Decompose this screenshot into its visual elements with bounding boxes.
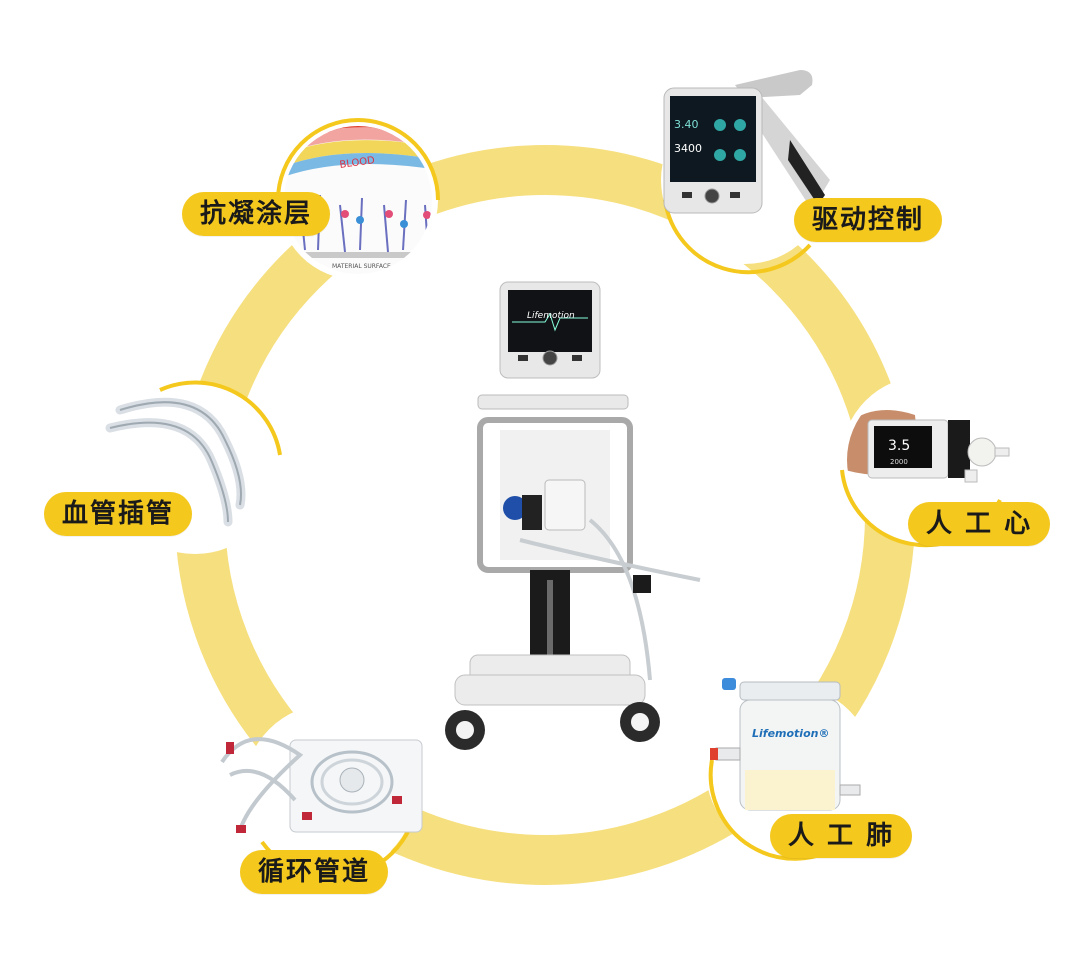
heart-speed-readout: 2000	[890, 458, 908, 466]
coating-surface-text: MATERIAL SURFACE	[332, 263, 391, 270]
label-artificial-lung: 人 工 肺	[770, 814, 913, 858]
oxygenator-brand-text: Lifemotion®	[752, 727, 829, 740]
anticoagulant-coating-image: BLOOD MATERIAL SURFACE	[276, 118, 440, 280]
coating-blood-text: BLOOD	[339, 155, 376, 171]
heart-flow-readout: 3.5	[888, 438, 910, 454]
label-circulation-tubing: 循环管道	[240, 850, 389, 894]
tubing-circuit-image	[220, 704, 423, 880]
center-brand-text: Lifemotion	[527, 311, 575, 321]
controller-flow-readout: 3.40	[674, 118, 699, 131]
label-drive-control: 驱动控制	[794, 198, 943, 242]
label-artificial-heart: 人 工 心	[908, 502, 1051, 546]
label-anticoagulant-coating: 抗凝涂层	[182, 192, 331, 236]
drive-controller-image: 3.40 3400	[661, 70, 830, 275]
controller-speed-readout: 3400	[674, 142, 702, 155]
ecmo-cart-image: Lifemotion	[445, 281, 701, 750]
label-vascular-cannula: 血管插管	[44, 492, 193, 536]
oxygenator-image: Lifemotion®	[706, 678, 874, 861]
